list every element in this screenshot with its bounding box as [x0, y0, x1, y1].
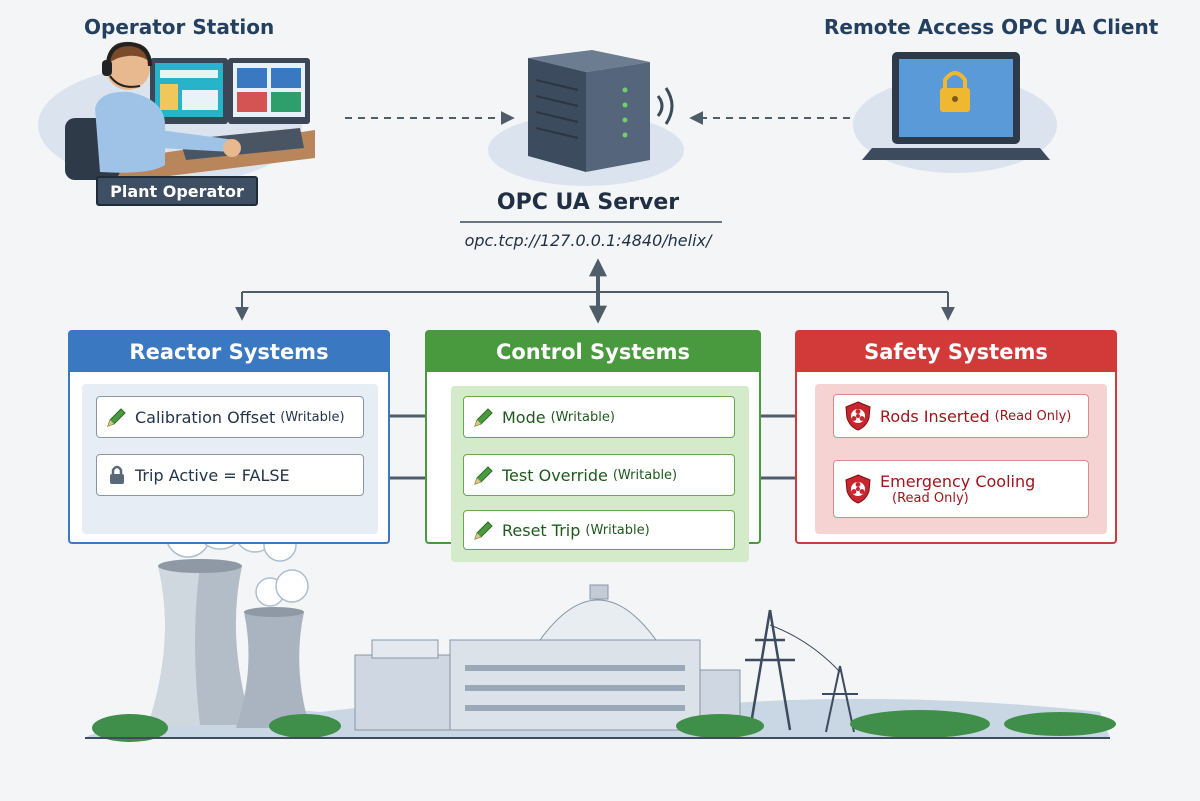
pencil-icon — [474, 521, 493, 540]
shield-lock-icon — [845, 401, 871, 431]
pencil-icon — [474, 466, 493, 485]
server-tower-icon — [488, 50, 684, 186]
safety-systems-title: Safety Systems — [797, 332, 1115, 372]
calibration-offset-label: Calibration Offset — [135, 407, 276, 427]
calibration-offset-tag: (Writable) — [280, 409, 345, 425]
mode-tag: (Writable) — [550, 409, 615, 425]
rods-inserted-tag: (Read Only) — [994, 408, 1072, 424]
mode-label: Mode — [502, 407, 546, 427]
trip-active-item[interactable]: Trip Active = FALSE — [96, 454, 364, 496]
nuclear-plant-illustration — [85, 500, 1116, 742]
reset-trip-label: Reset Trip — [502, 520, 581, 540]
opc-ua-server-title: OPC UA Server — [496, 190, 680, 215]
reset-trip-tag: (Writable) — [585, 522, 650, 538]
opc-ua-server-url: opc.tcp://127.0.0.1:4840/helix/ — [464, 231, 712, 250]
emergency-cooling-item[interactable]: Emergency Cooling (Read Only) — [833, 460, 1089, 518]
rods-inserted-label: Rods Inserted — [880, 406, 990, 426]
shield-lock-icon — [845, 474, 871, 504]
lock-icon — [110, 465, 124, 484]
control-systems-panel: Control Systems Mode (Writable) Test Ove… — [425, 330, 761, 562]
control-systems-title: Control Systems — [427, 332, 759, 372]
rods-inserted-item[interactable]: Rods Inserted (Read Only) — [833, 394, 1089, 438]
emergency-cooling-tag: (Read Only) — [892, 491, 969, 506]
test-override-tag: (Writable) — [612, 467, 678, 483]
reset-trip-item[interactable]: Reset Trip (Writable) — [463, 510, 735, 550]
pencil-icon — [107, 408, 126, 427]
operator-station-title: Operator Station — [84, 15, 275, 39]
emergency-cooling-text: Emergency Cooling (Read Only) — [880, 472, 1035, 506]
test-override-item[interactable]: Test Override (Writable) — [463, 454, 735, 496]
operator-workstation-icon — [38, 41, 315, 185]
plant-operator-badge: Plant Operator — [96, 176, 258, 206]
reactor-systems-panel: Reactor Systems Calibration Offset (Writ… — [68, 330, 390, 544]
safety-systems-panel: Safety Systems Rods Inserted (Read Only)… — [795, 330, 1117, 544]
trip-active-label: Trip Active = FALSE — [135, 465, 290, 485]
remote-client-title: Remote Access OPC UA Client — [824, 15, 1159, 39]
pencil-icon — [474, 408, 493, 427]
reactor-systems-title: Reactor Systems — [70, 332, 388, 372]
calibration-offset-item[interactable]: Calibration Offset (Writable) — [96, 396, 364, 438]
mode-item[interactable]: Mode (Writable) — [463, 396, 735, 438]
laptop-lock-icon — [853, 52, 1057, 173]
test-override-label: Test Override — [502, 465, 608, 485]
emergency-cooling-label: Emergency Cooling — [880, 472, 1036, 491]
